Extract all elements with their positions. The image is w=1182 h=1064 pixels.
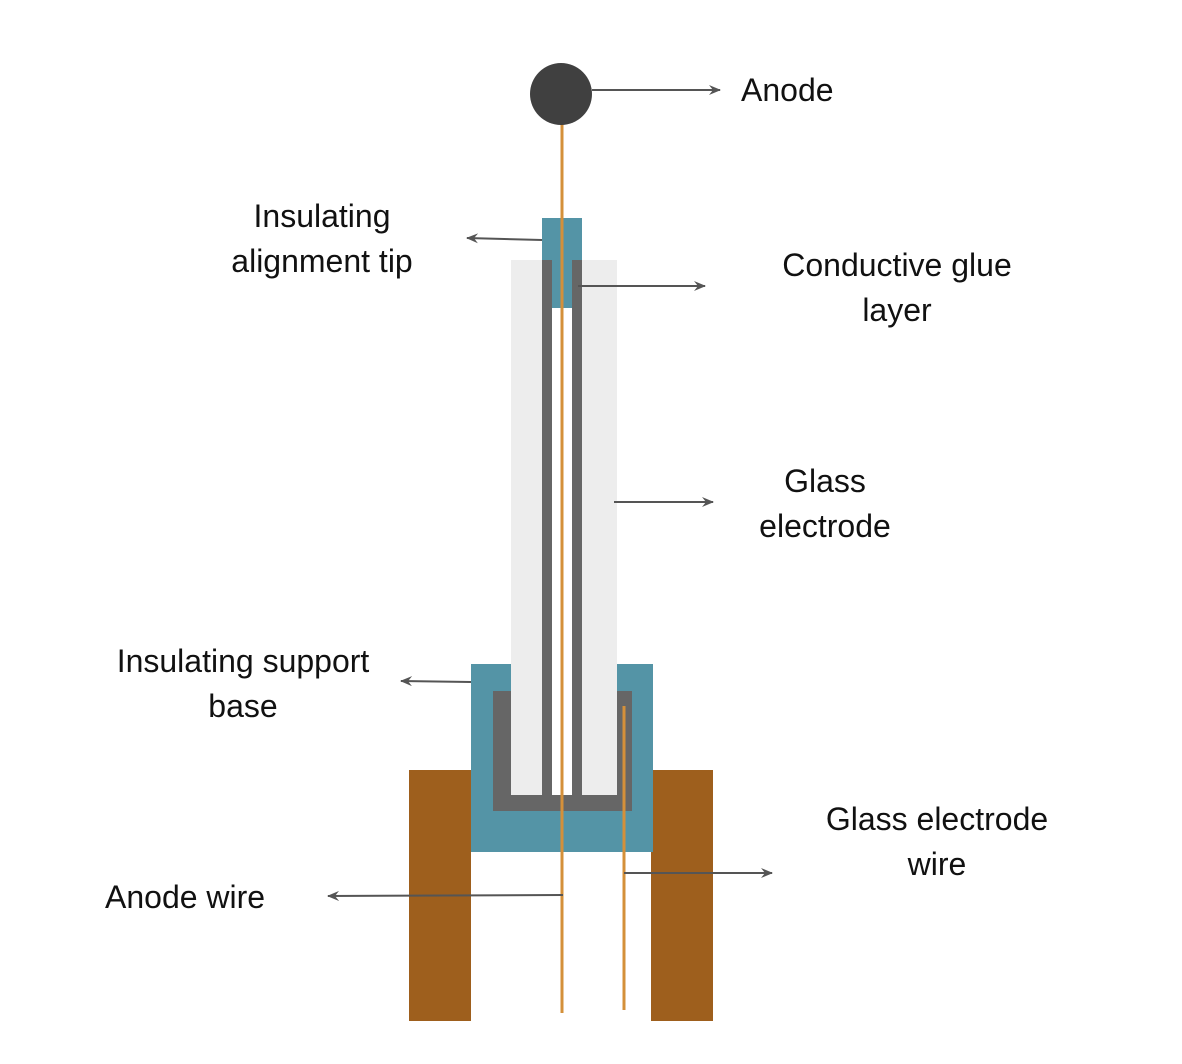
label-line: layer xyxy=(862,292,932,328)
arrow-anode-wire xyxy=(327,890,564,901)
label-line: base xyxy=(208,688,278,724)
label-line: Insulating xyxy=(253,198,391,234)
label-line: Glass xyxy=(784,463,866,499)
anode-sphere xyxy=(530,63,592,125)
label-support-base: Insulating support base xyxy=(88,639,398,729)
arrow-alignment-tip xyxy=(466,233,543,244)
holder-block-right xyxy=(651,770,713,1021)
label-glass-electrode: Glass electrode xyxy=(735,459,915,549)
label-anode-wire: Anode wire xyxy=(105,879,266,915)
arrow-support-base xyxy=(400,676,472,687)
label-anode: Anode xyxy=(741,72,834,108)
glue-wall-right xyxy=(572,260,582,795)
glue-wall-left xyxy=(542,260,552,795)
label-glue-layer: Conductive glue layer xyxy=(757,243,1037,333)
label-line: wire xyxy=(907,846,967,882)
label-line: electrode xyxy=(759,508,891,544)
label-line: Conductive glue xyxy=(782,247,1012,283)
label-line: Glass electrode xyxy=(825,801,1049,837)
label-glass-electrode-wire: Glass electrode wire xyxy=(797,797,1077,887)
label-line: alignment tip xyxy=(231,243,413,279)
label-alignment-tip: Insulating alignment tip xyxy=(212,194,432,284)
label-line: Insulating support xyxy=(116,643,370,679)
